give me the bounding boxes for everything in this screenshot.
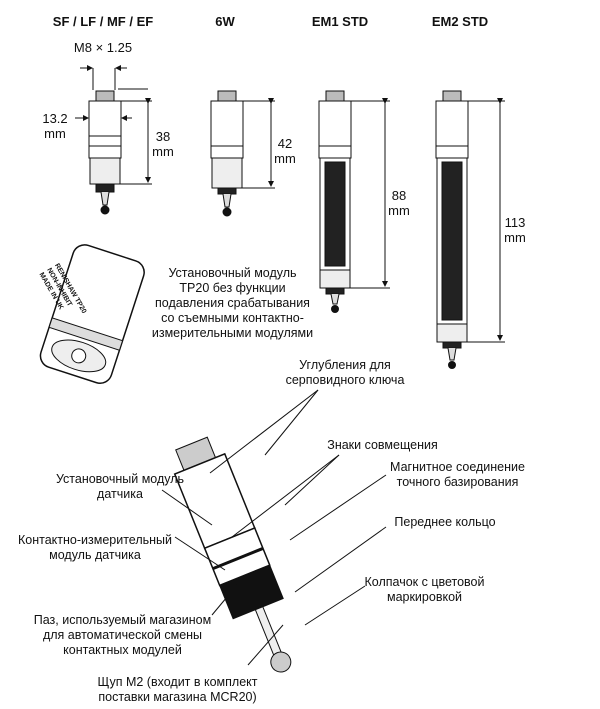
caption-line: Установочный модуль <box>168 266 297 280</box>
model-title-6w: 6W <box>215 14 235 29</box>
length-unit: mm <box>152 144 174 159</box>
callout-line: модуль датчика <box>49 548 141 562</box>
length-unit: mm <box>504 230 526 245</box>
thread-label: M8 × 1.25 <box>73 40 133 55</box>
model-title-em2: EM2 STD <box>431 14 489 29</box>
tp20-module-drawing <box>39 244 145 384</box>
callout-line: Паз, используемый магазином <box>33 613 212 627</box>
model-title-em1: EM1 STD <box>311 14 369 29</box>
tp20-assembly-drawing <box>173 436 292 673</box>
probe-em2-drawing <box>435 90 505 369</box>
callout-line: маркировкой <box>386 590 463 604</box>
callout-line: Колпачок с цветовой <box>364 575 485 589</box>
caption-line: подавления срабатывания <box>155 296 310 310</box>
length-value: 88 <box>391 188 407 203</box>
leader-lines <box>161 389 387 666</box>
callout-alignment-marks: Знаки совмещения <box>320 438 445 453</box>
callout-line: для автоматической смены <box>42 628 203 642</box>
callout-line: Щуп М2 (входит в комплект <box>97 675 258 689</box>
length-value: 113 <box>504 215 526 230</box>
probe-6w-drawing <box>210 90 275 217</box>
callout-line: Углубления для <box>299 358 391 372</box>
length-unit: mm <box>388 203 410 218</box>
callout-line: датчика <box>97 487 143 501</box>
callout-line: точного базирования <box>396 475 519 489</box>
callout-front-ring: Переднее кольцо <box>390 515 500 530</box>
length-unit: mm <box>274 151 296 166</box>
callout-line: Установочный модуль <box>55 472 185 486</box>
model-title-sf: SF / LF / MF / EF <box>52 14 154 29</box>
length-value: 38 <box>155 129 171 144</box>
callout-line: Знаки совмещения <box>327 438 438 452</box>
callout-line: серповидного ключа <box>285 373 405 387</box>
callout-line: поставки магазина MCR20) <box>98 690 257 704</box>
caption-line: со съемными контактно- <box>161 311 304 325</box>
diameter-value: 13.2 <box>42 111 68 126</box>
callout-line: Переднее кольцо <box>394 515 496 529</box>
probe-sf-drawing <box>75 65 152 215</box>
diameter-unit: mm <box>44 126 66 141</box>
caption-line: измерительными модулями <box>151 326 314 340</box>
callout-line: Контактно-измерительный <box>17 533 173 547</box>
module-caption: Установочный модуль TP20 без функции под… <box>150 266 315 341</box>
caption-line: TP20 без функции <box>179 281 286 295</box>
length-value: 42 <box>277 136 293 151</box>
callout-line: контактных модулей <box>63 643 182 657</box>
probe-em1-drawing <box>318 90 390 313</box>
callout-line: Магнитное соединение <box>390 460 525 474</box>
